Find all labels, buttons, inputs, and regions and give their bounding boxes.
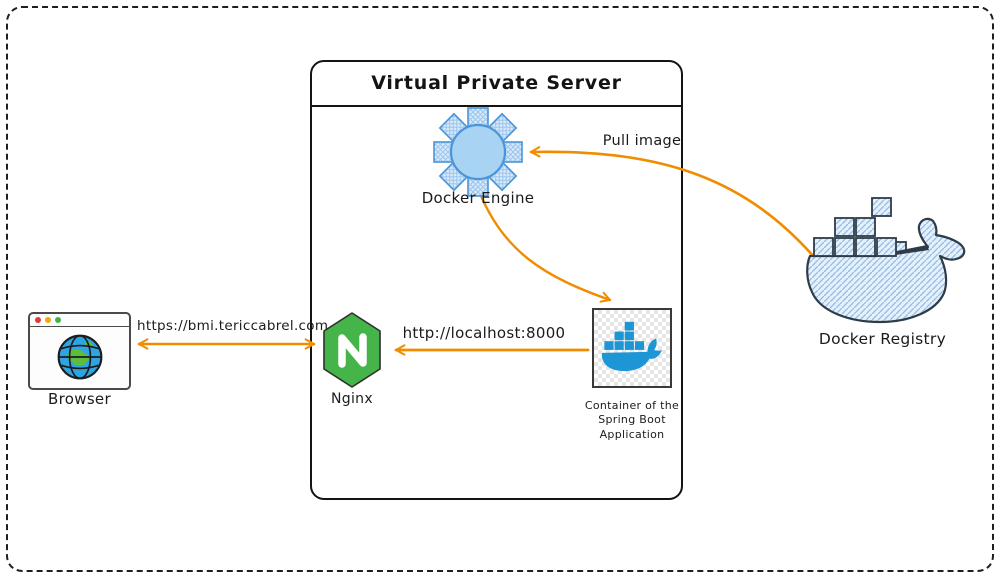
browser-titlebar [30,314,129,327]
vps-group-box: Virtual Private Server [310,60,683,500]
window-dot-green [55,317,61,323]
window-dot-red [35,317,41,323]
registry-whale-body [806,217,966,324]
vps-title: Virtual Private Server [371,72,622,94]
localhost-url-label: http://localhost:8000 [402,324,566,342]
window-dot-yellow [45,317,51,323]
browser-icon [28,312,131,390]
docker-registry-icon [806,197,966,324]
container-label-line1: Container of the [584,399,680,412]
browser-nginx-url-label: https://bmi.tericcabrel.com [137,318,329,334]
container-label-line2: Spring Boot [598,413,666,427]
docker-engine-label: Docker Engine [421,189,535,207]
nginx-icon [323,312,381,388]
docker-engine-icon [433,107,523,197]
container-label-line3: Application [599,427,665,441]
nginx-label: Nginx [331,391,373,407]
spring-boot-container-icon [592,308,672,388]
docker-whale-icon [601,321,663,372]
globe-icon [57,334,102,380]
docker-registry-label: Docker Registry [818,330,947,348]
container-label: Container of the Spring Boot Application [576,399,688,442]
pull-image-label: Pull image [602,133,682,149]
vps-title-divider [312,105,681,107]
browser-label: Browser [48,390,111,408]
